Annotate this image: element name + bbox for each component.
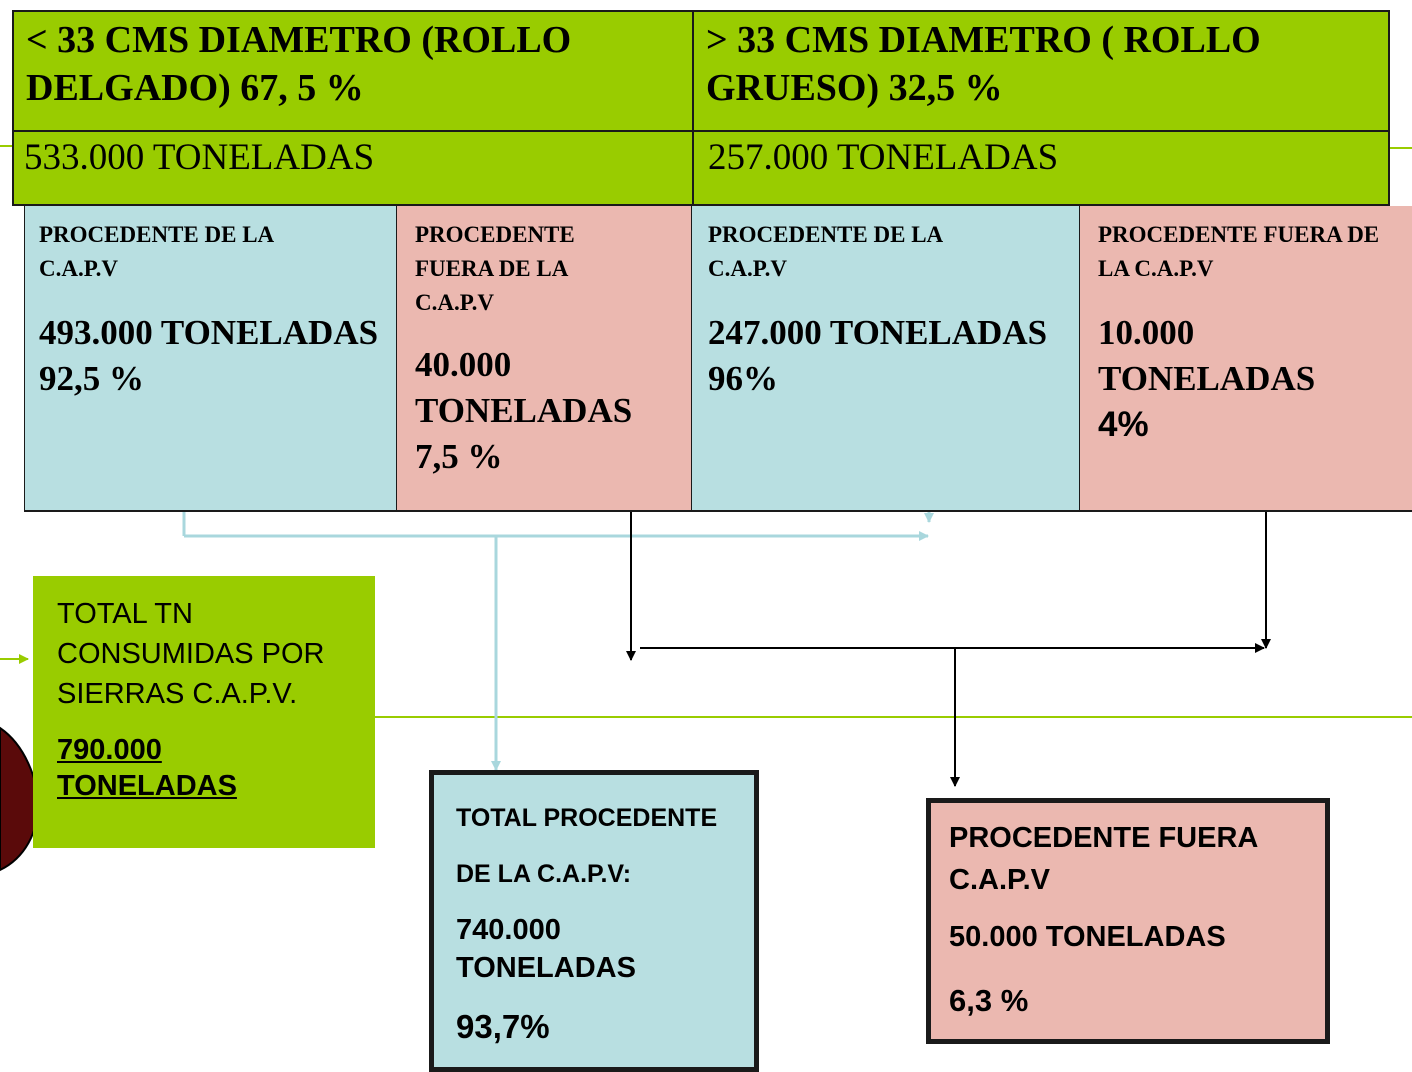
cell-pct: 96%: [708, 359, 778, 398]
cell-label: PROCEDENTE DE LA C.A.P.V: [708, 222, 942, 281]
cell-pct: 4%: [1098, 405, 1149, 444]
cell-tons: 247.000 TONELADAS: [708, 313, 1048, 352]
total-consumed-label: TOTAL TN CONSUMIDAS POR SIERRAS C.A.P.V.: [57, 598, 325, 710]
header-thin-roll: < 33 CMS DIAMETRO (ROLLO DELGADO) 67, 5 …: [12, 10, 694, 132]
cell-label: PROCEDENTE FUERA DE LA C.A.P.V: [1098, 222, 1380, 281]
tonnage-thin-roll: 533.000 TONELADAS: [12, 130, 694, 206]
cell-thin-outside: PROCEDENTE FUERA DE LA C.A.P.V 40.000 TO…: [396, 206, 692, 510]
total-outside-line1: PROCEDENTE FUERA C.A.P.V: [949, 822, 1258, 896]
cell-thick-outside: PROCEDENTE FUERA DE LA C.A.P.V 10.000 TO…: [1079, 206, 1412, 510]
total-outside-tons: 50.000 TONELADAS: [949, 921, 1226, 953]
tonnage-thin-value: 533.000 TONELADAS: [24, 137, 375, 178]
tonnage-thick-roll: 257.000 TONELADAS: [692, 130, 1390, 206]
total-capv-line2: DE LA C.A.P.V:: [456, 860, 632, 888]
total-outside-pct: 6,3 %: [949, 983, 1029, 1018]
cell-thin-capv: PROCEDENTE DE LA C.A.P.V 493.000 TONELAD…: [25, 206, 397, 510]
total-capv-pct: 93,7%: [456, 1008, 550, 1045]
total-capv-line1: TOTAL PROCEDENTE: [456, 804, 718, 832]
total-consumed-value: 790.000 TONELADAS: [57, 734, 237, 802]
total-consumed-box: TOTAL TN CONSUMIDAS POR SIERRAS C.A.P.V.…: [33, 576, 375, 848]
cell-tons: 40.000 TONELADAS: [415, 345, 633, 430]
header-thick-title: > 33 CMS DIAMETRO ( ROLLO GRUESO) 32,5 %: [706, 19, 1261, 109]
cell-pct: 92,5 %: [39, 359, 144, 398]
cell-tons: 493.000 TONELADAS: [39, 313, 379, 352]
header-thick-roll: > 33 CMS DIAMETRO ( ROLLO GRUESO) 32,5 %: [692, 10, 1390, 132]
tonnage-thick-value: 257.000 TONELADAS: [708, 137, 1059, 178]
total-capv-tons: 740.000 TONELADAS: [456, 914, 636, 984]
cell-thick-capv: PROCEDENTE DE LA C.A.P.V 247.000 TONELAD…: [691, 206, 1080, 510]
total-capv-box: TOTAL PROCEDENTE DE LA C.A.P.V: 740.000 …: [429, 770, 759, 1072]
cell-label: PROCEDENTE DE LA C.A.P.V: [39, 222, 273, 281]
cell-tons: 10.000 TONELADAS: [1098, 313, 1316, 398]
total-outside-box: PROCEDENTE FUERA C.A.P.V 50.000 TONELADA…: [926, 798, 1330, 1044]
header-thin-title: < 33 CMS DIAMETRO (ROLLO DELGADO) 67, 5 …: [26, 19, 572, 109]
cell-pct: 7,5 %: [415, 437, 503, 476]
cell-label: PROCEDENTE FUERA DE LA C.A.P.V: [415, 222, 575, 315]
